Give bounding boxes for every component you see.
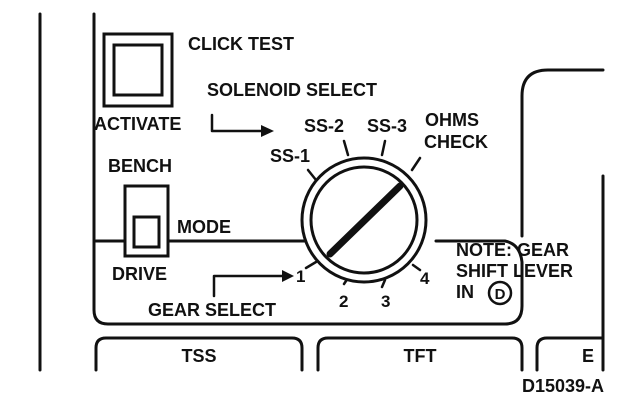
tick-gear-3 [380, 278, 387, 289]
tick-ss2 [342, 139, 350, 157]
tss-label: TSS [181, 346, 216, 366]
note-line-1: NOTE: GEAR [456, 240, 569, 260]
ss1-label: SS-1 [270, 146, 310, 166]
e-label: E [582, 346, 594, 366]
solenoid-select-label: SOLENOID SELECT [207, 80, 377, 100]
activate-button-face [112, 43, 164, 97]
drive-label: DRIVE [112, 264, 167, 284]
solenoid-select-arrowhead [261, 125, 274, 137]
bench-label: BENCH [108, 156, 172, 176]
tick-ohms [410, 156, 422, 172]
main-panel-outline [92, 12, 524, 326]
dial-pointer [326, 182, 404, 258]
tft-connector-outline [316, 336, 524, 372]
tss-connector-outline [94, 336, 304, 372]
tick-gear-4 [411, 263, 422, 272]
check-label: CHECK [424, 132, 488, 152]
tick-ss1 [306, 168, 318, 182]
solenoid-select-arrow-line [210, 113, 264, 133]
e-connector-outline [535, 336, 605, 372]
note-line-3: IN [456, 282, 474, 302]
gear-select-arrow-line [212, 274, 285, 298]
gear-select-label: GEAR SELECT [148, 300, 276, 320]
tick-ss3 [380, 139, 387, 157]
note-line-2: SHIFT LEVER [456, 261, 573, 281]
ohms-label: OHMS [425, 110, 479, 130]
rotary-selector-dial[interactable] [300, 156, 428, 284]
drive-position-circle [487, 280, 513, 306]
click-test-label: CLICK TEST [188, 34, 294, 54]
figure-id: D15039-A [522, 376, 604, 396]
ss3-label: SS-3 [367, 116, 407, 136]
dial-tick-marks [304, 139, 422, 289]
gear-3-label: 3 [381, 292, 390, 311]
activate-label: ACTIVATE [94, 114, 181, 134]
gear-4-label: 4 [420, 269, 430, 288]
gear-2-label: 2 [339, 292, 348, 311]
tick-gear-1 [304, 260, 318, 270]
gear-select-arrowhead [282, 270, 294, 282]
mode-label: MODE [177, 217, 231, 237]
mode-toggle-lever [132, 215, 161, 249]
tft-label: TFT [404, 346, 437, 366]
dial-inner-ring [309, 165, 419, 275]
gear-1-label: 1 [296, 267, 305, 286]
drive-position-symbol: D [495, 286, 506, 303]
right-panel-outline [520, 68, 605, 238]
ss2-label: SS-2 [304, 116, 344, 136]
